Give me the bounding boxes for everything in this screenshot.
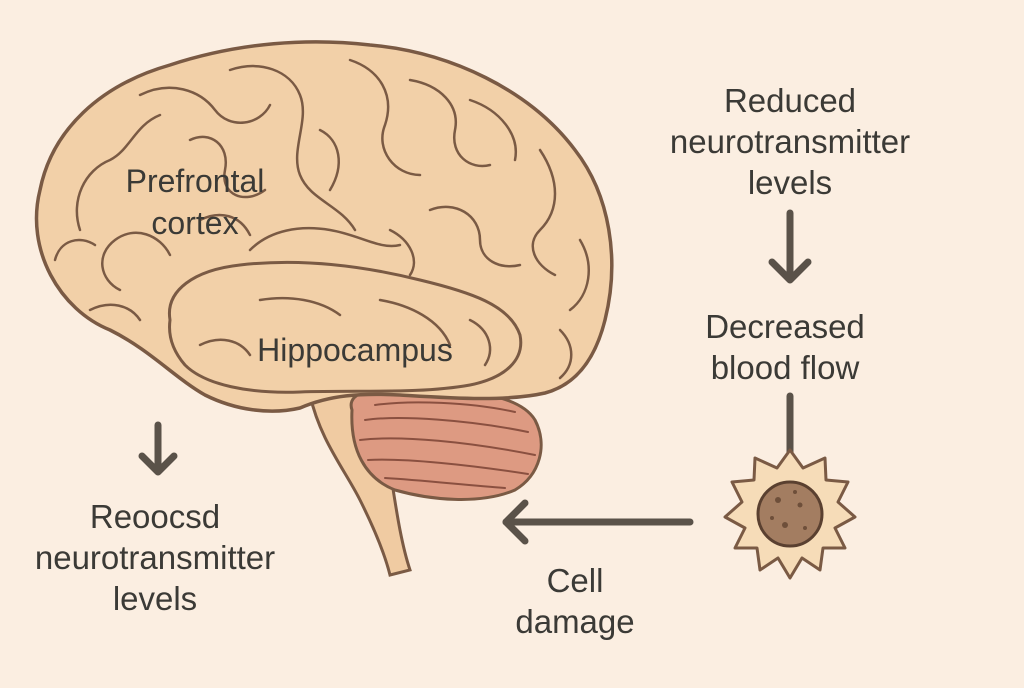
arrow-down-left: [138, 421, 178, 476]
result-line-3: levels: [112, 580, 198, 617]
result-levels-label: Reoocsd neurotransmitter levels: [10, 496, 300, 619]
prefrontal-line-1: Prefrontal: [125, 163, 265, 199]
reduced-levels-label: Reduced neurotransmitter levels: [640, 80, 940, 203]
prefrontal-line-2: cortex: [151, 205, 239, 241]
reduced-line-2: neurotransmitter: [669, 123, 911, 160]
cell-line-2: damage: [515, 603, 635, 640]
prefrontal-cortex-label: Prefrontal cortex: [95, 160, 295, 244]
result-line-2: neurotransmitter: [34, 539, 276, 576]
hippocampus-text: Hippocampus: [257, 332, 453, 368]
cell-damage-label: Cell damage: [490, 560, 660, 642]
cerebellum-folds: [359, 401, 536, 489]
reduced-line-3: levels: [747, 164, 833, 201]
result-line-1: Reoocsd: [89, 498, 221, 535]
temporal-lobe: [167, 260, 523, 394]
decreased-line-2: blood flow: [710, 349, 860, 386]
nucleus-spots: [770, 490, 807, 530]
hippocampus-label: Hippocampus: [225, 330, 485, 370]
arrow-down-right-top: [768, 209, 812, 284]
brain-folds: [53, 58, 590, 380]
cell-nucleus: [756, 480, 824, 548]
cell-line-1: Cell: [546, 562, 604, 599]
arrow-left: [502, 499, 694, 545]
decreased-line-1: Decreased: [705, 308, 865, 345]
decreased-blood-flow-label: Decreased blood flow: [660, 306, 910, 388]
reduced-line-1: Reduced: [723, 82, 857, 119]
